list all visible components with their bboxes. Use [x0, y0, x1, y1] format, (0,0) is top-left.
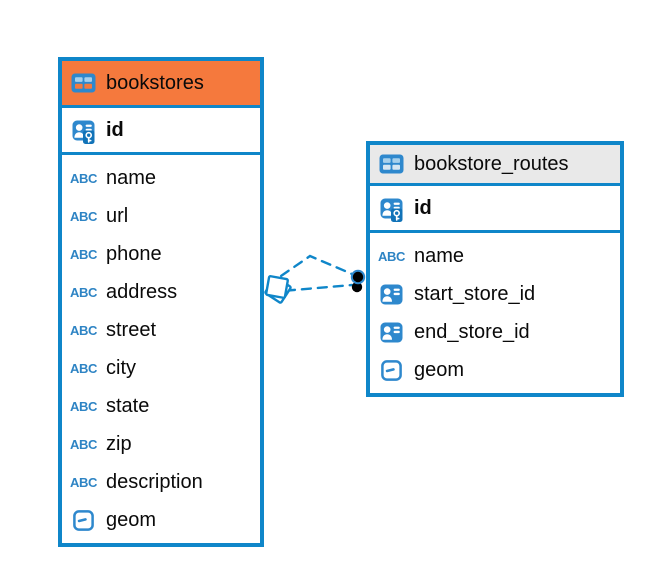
field-row-geom[interactable]: geom	[62, 501, 260, 539]
relationship-line-1[interactable]	[266, 254, 354, 287]
pk-row-id[interactable]: id	[62, 108, 260, 155]
field-row-name[interactable]: ABC name	[62, 159, 260, 197]
geometry-type-icon	[378, 359, 405, 381]
relationship-diamond-marker[interactable]	[264, 275, 292, 304]
relationship-dot-marker[interactable]	[350, 269, 366, 293]
pk-field-name: id	[106, 118, 124, 141]
relationship-line-2[interactable]	[268, 283, 354, 294]
field-row-phone[interactable]: ABC phone	[62, 235, 260, 273]
pk-row-id[interactable]: id	[370, 186, 620, 233]
field-row-zip[interactable]: ABC zip	[62, 425, 260, 463]
primary-key-icon	[70, 116, 97, 145]
field-row-end-store-id[interactable]: end_store_id	[370, 313, 620, 351]
text-type-icon: ABC	[70, 208, 97, 224]
table-bookstores[interactable]: bookstores id ABC na	[58, 57, 264, 547]
field-row-city[interactable]: ABC city	[62, 349, 260, 387]
text-type-icon: ABC	[70, 246, 97, 262]
field-name: start_store_id	[414, 282, 536, 305]
field-row-state[interactable]: ABC state	[62, 387, 260, 425]
field-row-address[interactable]: ABC address	[62, 273, 260, 311]
field-list: ABC name start_store_id	[370, 233, 620, 391]
table-bookstore-routes[interactable]: bookstore_routes id ABC	[366, 141, 624, 397]
text-type-icon: ABC	[70, 284, 97, 300]
geometry-type-icon	[70, 509, 97, 531]
table-title: bookstore_routes	[414, 152, 569, 175]
field-row-description[interactable]: ABC description	[62, 463, 260, 501]
text-type-icon: ABC	[70, 436, 97, 452]
field-row-url[interactable]: ABC url	[62, 197, 260, 235]
field-row-street[interactable]: ABC street	[62, 311, 260, 349]
field-row-name[interactable]: ABC name	[370, 237, 620, 275]
pk-field-name: id	[414, 196, 432, 219]
field-name: address	[106, 280, 178, 303]
table-bookstore-routes-header[interactable]: bookstore_routes	[370, 145, 620, 186]
field-name: name	[106, 166, 157, 189]
field-list: ABC name ABC url ABC phone ABC address A…	[62, 155, 260, 541]
field-row-geom[interactable]: geom	[370, 351, 620, 389]
foreign-key-ref-icon	[378, 322, 405, 343]
text-type-icon: ABC	[70, 360, 97, 376]
primary-key-icon	[378, 194, 405, 223]
table-title: bookstores	[106, 71, 204, 94]
field-name: zip	[106, 432, 132, 455]
field-name: end_store_id	[414, 320, 530, 343]
field-name: phone	[106, 242, 162, 265]
field-name: description	[106, 470, 203, 493]
text-type-icon: ABC	[70, 474, 97, 490]
field-name: street	[106, 318, 157, 341]
field-name: geom	[106, 508, 157, 531]
field-name: city	[106, 356, 136, 379]
field-row-start-store-id[interactable]: start_store_id	[370, 275, 620, 313]
table-icon	[70, 73, 97, 93]
foreign-key-ref-icon	[378, 284, 405, 305]
text-type-icon: ABC	[70, 398, 97, 414]
text-type-icon: ABC	[70, 170, 97, 186]
field-name: url	[106, 204, 129, 227]
table-icon	[378, 154, 405, 174]
table-bookstores-header[interactable]: bookstores	[62, 61, 260, 108]
text-type-icon: ABC	[70, 322, 97, 338]
text-type-icon: ABC	[378, 248, 405, 264]
field-name: geom	[414, 358, 465, 381]
field-name: name	[414, 244, 465, 267]
field-name: state	[106, 394, 150, 417]
